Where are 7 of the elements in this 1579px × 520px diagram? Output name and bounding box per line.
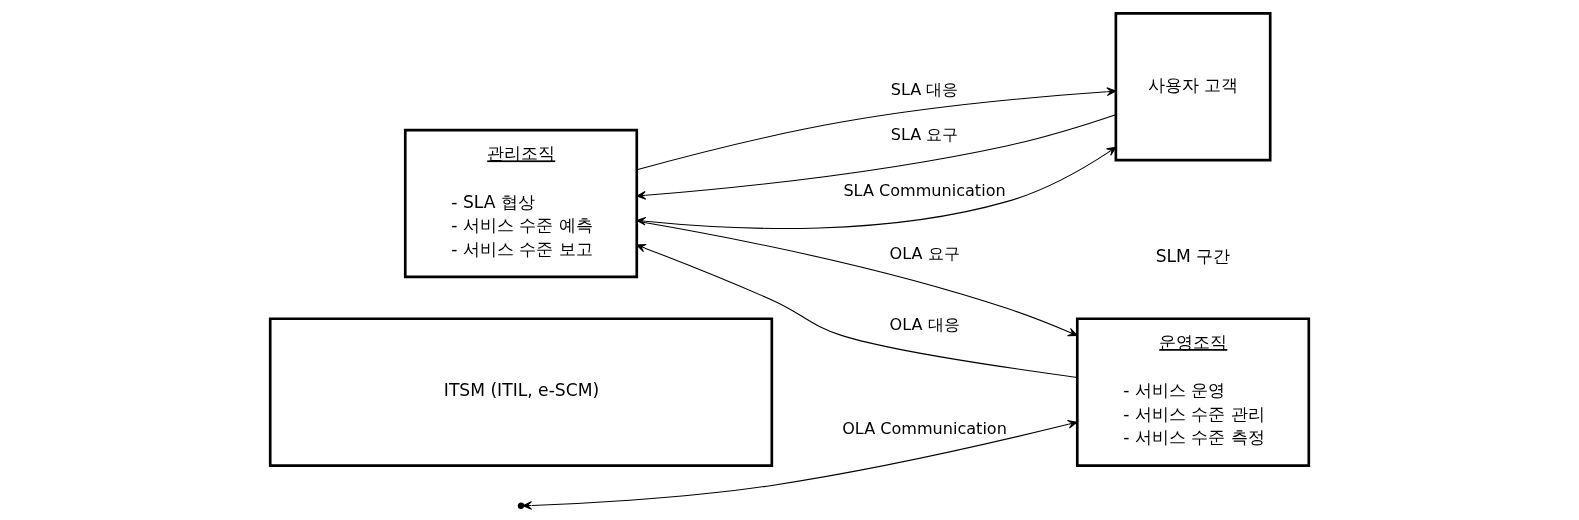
edge-label: OLA 요구 bbox=[889, 243, 960, 263]
edge-label: SLA Communication bbox=[843, 180, 1006, 200]
label: SLM 구간 bbox=[1155, 245, 1231, 266]
edge-label: SLA 요구 bbox=[890, 124, 959, 144]
edge-label: OLA Communication bbox=[842, 418, 1007, 438]
edge-label: SLA 대응 bbox=[890, 79, 959, 99]
edge-label: OLA 대응 bbox=[889, 314, 960, 334]
